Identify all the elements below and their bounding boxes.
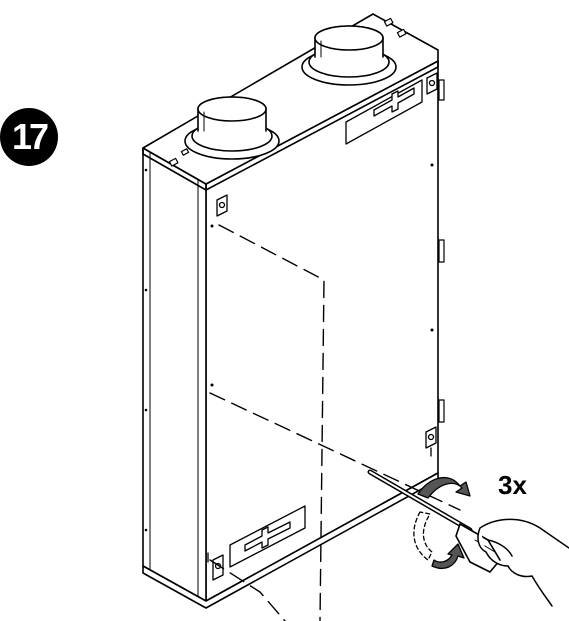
- keyhole-latch-top-left: [216, 194, 228, 217]
- repeat-count-label: 3x: [498, 470, 527, 500]
- hand: [477, 518, 569, 607]
- duct-collar-left: [184, 96, 280, 160]
- duct-collar-right: [301, 25, 397, 86]
- panel-removal-outline: [209, 224, 461, 621]
- lower-mounting-bracket: [229, 505, 306, 568]
- upper-mounting-bracket: [345, 79, 423, 145]
- keyhole-latch-bottom-right: [425, 426, 437, 457]
- keyhole-latch-top-right: [426, 72, 438, 95]
- unit-side-panel: [142, 147, 207, 602]
- right-edge-hinges: [438, 79, 445, 423]
- top-slots: [168, 17, 407, 167]
- step-number-badge: 17: [0, 108, 58, 166]
- rotation-arrow-icon: [413, 476, 471, 570]
- step-number: 17: [11, 116, 49, 157]
- ventilation-unit: [142, 13, 445, 609]
- side-screw-holes: [144, 163, 434, 532]
